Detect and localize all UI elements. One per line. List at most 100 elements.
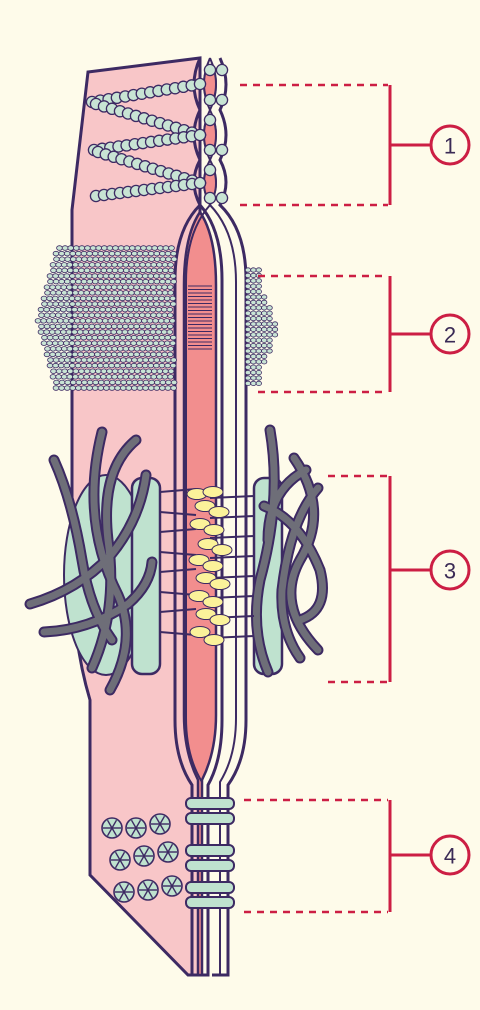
actin-subunit xyxy=(100,307,106,312)
actin-subunit xyxy=(256,300,261,304)
actin-subunit xyxy=(129,246,135,251)
actin-subunit xyxy=(129,369,135,374)
actin-subunit xyxy=(123,347,129,352)
actin-subunit xyxy=(157,246,163,251)
actin-subunit xyxy=(114,363,120,368)
actin-subunit xyxy=(107,268,113,273)
actin-subunit xyxy=(171,257,177,262)
tight-junction-bead xyxy=(204,192,215,203)
actin-subunit xyxy=(67,375,73,380)
actin-subunit xyxy=(87,251,93,256)
actin-subunit xyxy=(67,369,73,374)
actin-subunit xyxy=(98,257,104,262)
tight-junction-bead xyxy=(194,177,205,188)
actin-subunit xyxy=(159,296,165,301)
actin-subunit xyxy=(251,306,256,310)
actin-subunit xyxy=(117,285,123,290)
actin-subunit xyxy=(95,285,101,290)
actin-subunit xyxy=(256,279,261,283)
actin-subunit xyxy=(157,369,163,374)
actin-subunit xyxy=(154,302,160,307)
actin-subunit xyxy=(95,313,101,318)
actin-subunit xyxy=(41,319,47,324)
actin-subunit xyxy=(38,307,44,312)
actin-subunit xyxy=(267,343,272,347)
actin-subunit xyxy=(106,375,112,380)
actin-subunit xyxy=(129,268,135,273)
actin-subunit xyxy=(137,363,143,368)
actin-subunit xyxy=(51,268,57,273)
actin-subunit xyxy=(72,352,78,357)
connexon-rosette xyxy=(138,880,158,900)
actin-subunit xyxy=(160,386,166,391)
actin-subunit xyxy=(97,319,103,324)
actin-subunit xyxy=(109,386,115,391)
actin-subunit xyxy=(50,352,56,357)
actin-subunit xyxy=(123,268,129,273)
actin-subunit xyxy=(65,257,71,262)
desmosome-glycoprotein xyxy=(212,545,232,556)
actin-subunit xyxy=(78,291,84,296)
actin-subunit xyxy=(98,386,104,391)
actin-subunit xyxy=(58,302,64,307)
actin-subunit xyxy=(85,246,91,251)
actin-subunit xyxy=(168,291,174,296)
actin-subunit xyxy=(62,369,68,374)
actin-subunit xyxy=(164,341,170,346)
actin-subunit xyxy=(86,302,92,307)
actin-subunit xyxy=(98,302,104,307)
actin-subunit xyxy=(129,291,135,296)
connexon-rosette xyxy=(158,842,178,862)
callout-number: 4 xyxy=(444,844,456,869)
actin-subunit xyxy=(111,285,117,290)
actin-subunit xyxy=(121,380,127,385)
actin-subunit xyxy=(245,376,250,380)
actin-subunit xyxy=(139,307,145,312)
actin-subunit xyxy=(134,263,140,268)
actin-subunit xyxy=(95,291,101,296)
actin-subunit xyxy=(86,341,92,346)
actin-subunit xyxy=(133,330,139,335)
actin-subunit xyxy=(58,341,64,346)
actin-subunit xyxy=(75,341,81,346)
actin-subunit xyxy=(109,279,115,284)
actin-subunit xyxy=(120,296,126,301)
actin-subunit xyxy=(89,352,95,357)
actin-subunit xyxy=(106,285,112,290)
actin-subunit xyxy=(106,313,112,318)
actin-subunit xyxy=(157,291,163,296)
actin-subunit xyxy=(56,263,62,268)
actin-subunit xyxy=(256,381,261,385)
actin-subunit xyxy=(123,263,129,268)
actin-subunit xyxy=(164,319,170,324)
actin-subunit xyxy=(140,263,146,268)
actin-subunit xyxy=(112,375,118,380)
actin-subunit xyxy=(111,324,117,329)
actin-subunit xyxy=(157,347,163,352)
actin-subunit xyxy=(122,307,128,312)
actin-subunit xyxy=(138,257,144,262)
actin-subunit xyxy=(131,341,137,346)
actin-subunit xyxy=(267,338,272,342)
actin-subunit xyxy=(267,327,272,331)
actin-subunit xyxy=(140,291,146,296)
actin-subunit xyxy=(90,246,96,251)
actin-subunit xyxy=(109,358,115,363)
actin-subunit xyxy=(165,386,171,391)
actin-subunit xyxy=(84,263,90,268)
actin-subunit xyxy=(148,279,154,284)
actin-subunit xyxy=(262,316,267,320)
actin-subunit xyxy=(114,335,120,340)
actin-subunit xyxy=(162,375,168,380)
actin-subunit xyxy=(67,291,73,296)
actin-subunit xyxy=(78,285,84,290)
actin-subunit xyxy=(120,274,126,279)
actin-subunit xyxy=(170,335,176,340)
actin-subunit xyxy=(142,363,148,368)
actin-subunit xyxy=(170,363,176,368)
actin-subunit xyxy=(50,313,56,318)
actin-subunit xyxy=(262,300,267,304)
connexon-rosette xyxy=(114,882,134,902)
actin-subunit xyxy=(59,257,65,262)
